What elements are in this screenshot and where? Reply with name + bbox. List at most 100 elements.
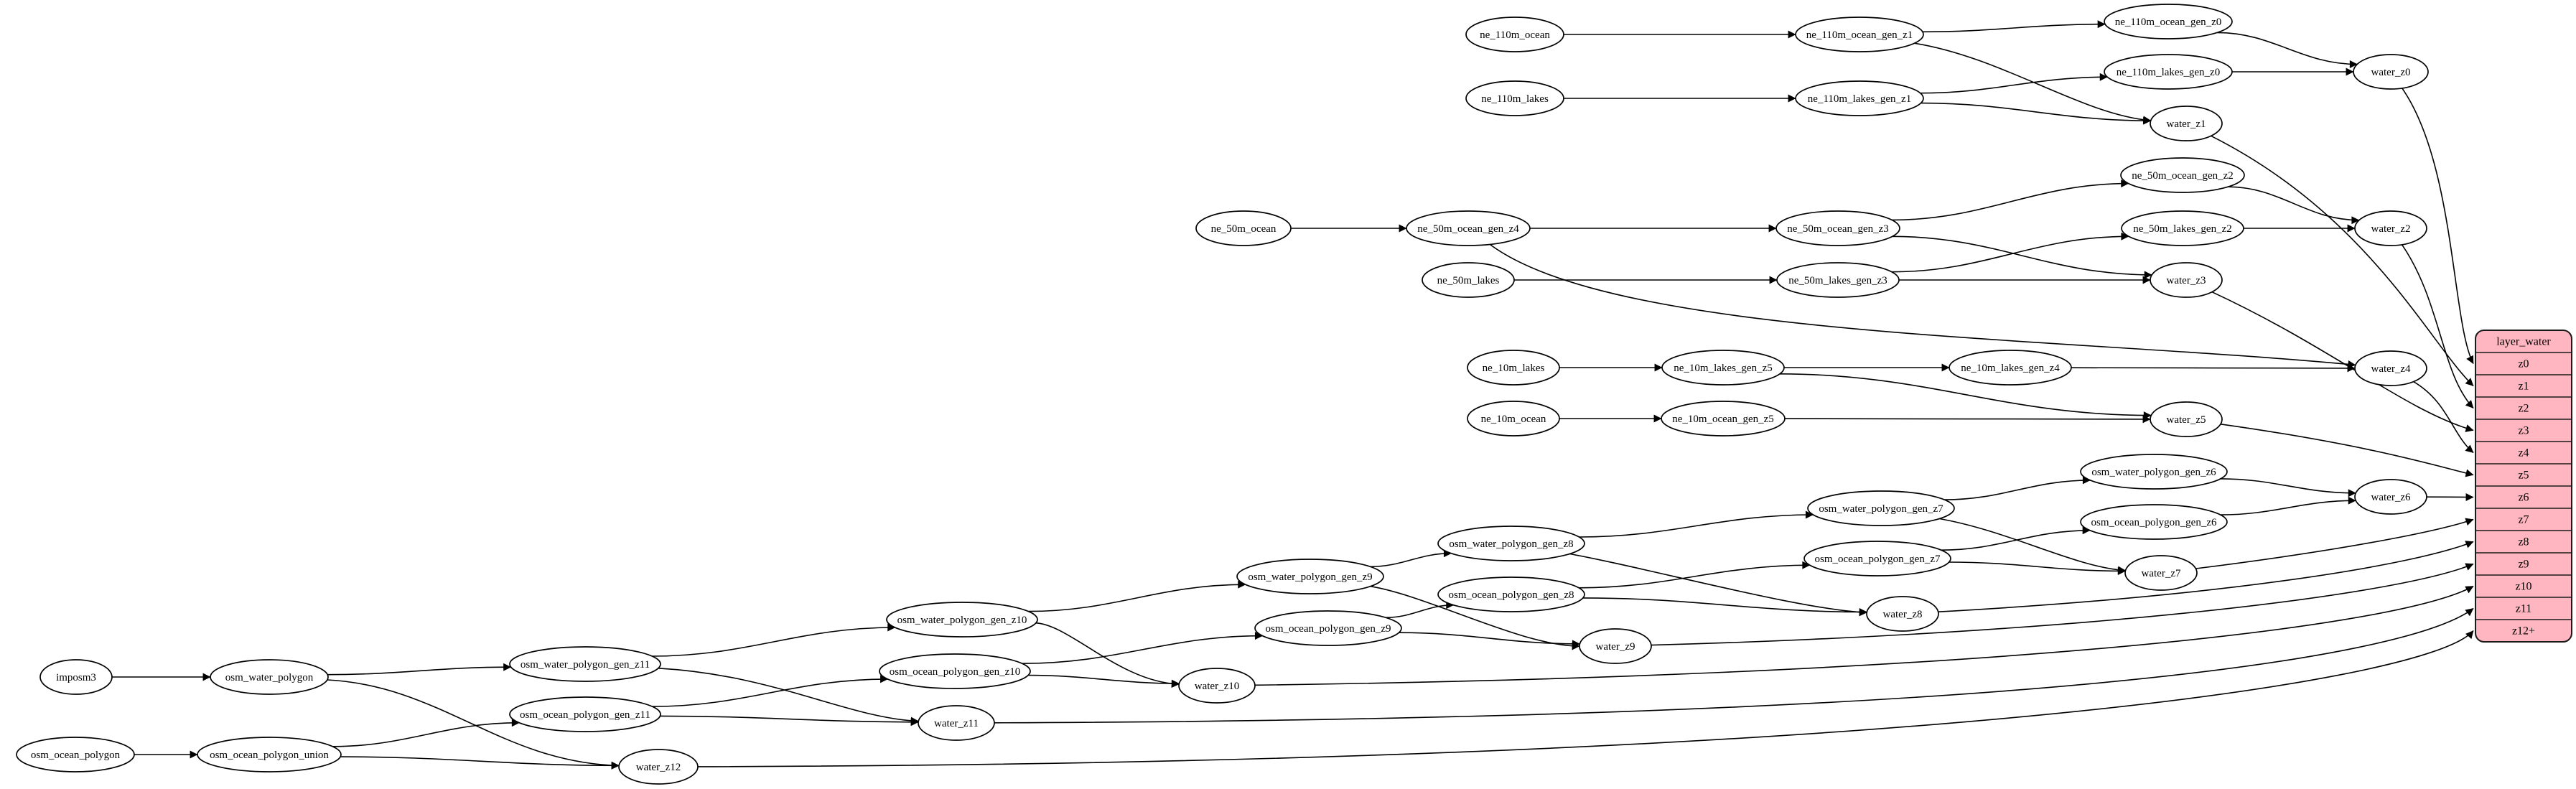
node-label: osm_ocean_polygon_gen_z10 bbox=[890, 666, 1020, 678]
table-row-label: z10 bbox=[2515, 581, 2531, 593]
node-ne_110m_lakes_gen_z1: ne_110m_lakes_gen_z1 bbox=[1795, 80, 1924, 116]
edge-water_z7-to-layer-z7 bbox=[2195, 518, 2474, 569]
edge-osm_water_polygon_gen_z6-to-water_z6 bbox=[2220, 478, 2356, 498]
node-ellipse bbox=[1795, 80, 1924, 116]
node-label: osm_ocean_polygon_gen_z9 bbox=[1266, 623, 1391, 635]
node-ne_110m_lakes: ne_110m_lakes bbox=[1465, 80, 1564, 116]
node-ellipse bbox=[1195, 210, 1292, 246]
node-water_z11: water_z11 bbox=[918, 705, 995, 741]
edge-water_z5-to-layer-z5 bbox=[2220, 424, 2474, 477]
table-row-label: z4 bbox=[2518, 447, 2529, 459]
edge-ne_110m_lakes_gen_z1-to-water_z1 bbox=[1921, 102, 2152, 125]
edge-ne_50m_ocean_gen_z3-to-water_z3 bbox=[1892, 235, 2152, 279]
node-ellipse bbox=[16, 737, 135, 772]
node-label: osm_water_polygon_gen_z6 bbox=[2091, 467, 2216, 478]
node-osm_water_polygon_gen_z6: osm_water_polygon_gen_z6 bbox=[2080, 454, 2228, 490]
node-label: water_z11 bbox=[934, 718, 979, 729]
node-ellipse bbox=[1866, 596, 1939, 632]
node-ne_10m_lakes_gen_z4: ne_10m_lakes_gen_z4 bbox=[1949, 350, 2072, 386]
node-label: water_z9 bbox=[1596, 641, 1635, 653]
node-osm_ocean_polygon_gen_z6: osm_ocean_polygon_gen_z6 bbox=[2080, 504, 2228, 540]
node-ne_50m_lakes_gen_z2: ne_50m_lakes_gen_z2 bbox=[2121, 210, 2244, 246]
table-row-label: z6 bbox=[2518, 492, 2529, 504]
table-row-label: z0 bbox=[2518, 358, 2529, 370]
node-label: ne_10m_lakes_gen_z4 bbox=[1961, 363, 2060, 374]
node-ne_50m_ocean_gen_z3: ne_50m_ocean_gen_z3 bbox=[1775, 210, 1900, 246]
node-label: ne_110m_ocean_gen_z0 bbox=[2115, 17, 2222, 28]
node-ellipse bbox=[1803, 541, 1951, 576]
table-row-label: z11 bbox=[2516, 603, 2532, 615]
edge-ne_10m_lakes_gen_z5-to-water_z5 bbox=[1779, 373, 2152, 420]
node-water_z9: water_z9 bbox=[1579, 628, 1652, 664]
edge-osm_ocean_polygon_gen_z10-to-water_z10 bbox=[1028, 674, 1180, 688]
edge-water_z12-to-layer-z12+ bbox=[697, 630, 2474, 767]
node-ne_10m_lakes_gen_z5: ne_10m_lakes_gen_z5 bbox=[1661, 350, 1785, 386]
node-label: ne_50m_ocean_gen_z4 bbox=[1417, 223, 1519, 235]
node-ellipse bbox=[1776, 262, 1900, 298]
node-label: osm_water_polygon_gen_z9 bbox=[1248, 571, 1372, 583]
node-label: water_z3 bbox=[2167, 275, 2206, 286]
node-ellipse bbox=[886, 602, 1038, 638]
node-label: osm_ocean_polygon_gen_z6 bbox=[2091, 517, 2217, 528]
table-row-label: z9 bbox=[2518, 559, 2529, 571]
node-ellipse bbox=[2354, 350, 2427, 386]
edge-water_z10-to-layer-z10 bbox=[1254, 585, 2474, 686]
edge-osm_water_polygon_gen_z10-to-water_z10 bbox=[1035, 622, 1180, 688]
node-label: osm_water_polygon_gen_z10 bbox=[897, 615, 1027, 626]
edge-water_z11-to-layer-z11 bbox=[994, 607, 2474, 724]
edge-osm_ocean_polygon_gen_z7-to-osm_ocean_polygon_gen_z6 bbox=[1941, 526, 2091, 551]
node-label: ne_50m_lakes_gen_z2 bbox=[2133, 223, 2231, 235]
edge-ne_50m_ocean_gen_z3-to-ne_50m_ocean_gen_z2 bbox=[1892, 179, 2129, 221]
node-ne_50m_ocean: ne_50m_ocean bbox=[1195, 210, 1292, 246]
edge-ne_110m_ocean_gen_z1-to-water_z1 bbox=[1914, 42, 2152, 124]
node-ellipse bbox=[1406, 210, 1531, 246]
node-label: ne_10m_ocean bbox=[1481, 414, 1546, 425]
node-osm_ocean_polygon: osm_ocean_polygon bbox=[16, 737, 135, 772]
node-label: water_z4 bbox=[2371, 363, 2411, 375]
table-row-label: z5 bbox=[2518, 470, 2529, 482]
node-ellipse bbox=[1437, 526, 1585, 561]
node-label: ne_50m_ocean bbox=[1211, 223, 1277, 235]
edge-ne_50m_ocean_gen_z2-to-water_z2 bbox=[2228, 186, 2360, 225]
node-osm_ocean_polygon_gen_z9: osm_ocean_polygon_gen_z9 bbox=[1254, 610, 1402, 646]
node-ellipse bbox=[2120, 157, 2245, 193]
node-ellipse bbox=[2080, 454, 2228, 490]
node-ellipse bbox=[2354, 210, 2427, 246]
edge-osm_ocean_polygon_union-to-osm_ocean_polygon_gen_z11 bbox=[332, 719, 520, 747]
table-row-label: z12+ bbox=[2512, 625, 2535, 638]
node-ellipse bbox=[879, 653, 1031, 689]
node-ellipse bbox=[1661, 350, 1785, 386]
node-osm_ocean_polygon_union: osm_ocean_polygon_union bbox=[197, 737, 342, 772]
edge-water_z3-to-layer-z3 bbox=[2211, 291, 2474, 432]
node-ellipse bbox=[1465, 17, 1564, 52]
edge-osm_water_polygon_gen_z11-to-water_z11 bbox=[658, 668, 919, 725]
node-label: ne_10m_lakes bbox=[1483, 363, 1545, 374]
node-ne_10m_lakes: ne_10m_lakes bbox=[1467, 350, 1560, 386]
node-osm_water_polygon_gen_z8: osm_water_polygon_gen_z8 bbox=[1437, 526, 1585, 561]
node-label: ne_10m_lakes_gen_z5 bbox=[1674, 363, 1772, 374]
node-ellipse bbox=[2124, 555, 2198, 591]
node-label: osm_ocean_polygon_gen_z11 bbox=[520, 709, 650, 721]
edge-ne_110m_ocean_gen_z0-to-water_z0 bbox=[2217, 32, 2358, 68]
node-ellipse bbox=[2150, 401, 2223, 437]
node-water_z12: water_z12 bbox=[618, 749, 699, 785]
node-label: ne_50m_lakes_gen_z3 bbox=[1788, 275, 1887, 286]
node-ne_50m_ocean_gen_z4: ne_50m_ocean_gen_z4 bbox=[1406, 210, 1531, 246]
node-ellipse bbox=[1465, 80, 1564, 116]
edge-osm_water_polygon_gen_z9-to-osm_water_polygon_gen_z8 bbox=[1370, 549, 1452, 568]
edge-water_z1-to-layer-z1 bbox=[2211, 135, 2474, 387]
node-label: osm_water_polygon_gen_z11 bbox=[521, 659, 650, 671]
table-row-label: z1 bbox=[2518, 381, 2529, 393]
node-osm_water_polygon_gen_z7: osm_water_polygon_gen_z7 bbox=[1807, 490, 1955, 526]
edge-water_z2-to-layer-z2 bbox=[2401, 244, 2474, 409]
node-ne_50m_ocean_gen_z2: ne_50m_ocean_gen_z2 bbox=[2120, 157, 2245, 193]
node-ne_10m_ocean_gen_z5: ne_10m_ocean_gen_z5 bbox=[1661, 401, 1786, 436]
node-ne_110m_ocean_gen_z1: ne_110m_ocean_gen_z1 bbox=[1795, 17, 1924, 52]
node-ellipse bbox=[918, 705, 995, 741]
node-ellipse bbox=[2150, 262, 2223, 298]
node-label: osm_water_polygon_gen_z7 bbox=[1819, 503, 1943, 515]
node-label: water_z5 bbox=[2167, 414, 2206, 426]
node-label: ne_50m_ocean_gen_z2 bbox=[2132, 170, 2234, 182]
node-water_z6: water_z6 bbox=[2354, 479, 2427, 515]
node-label: osm_water_polygon_gen_z8 bbox=[1449, 538, 1573, 550]
